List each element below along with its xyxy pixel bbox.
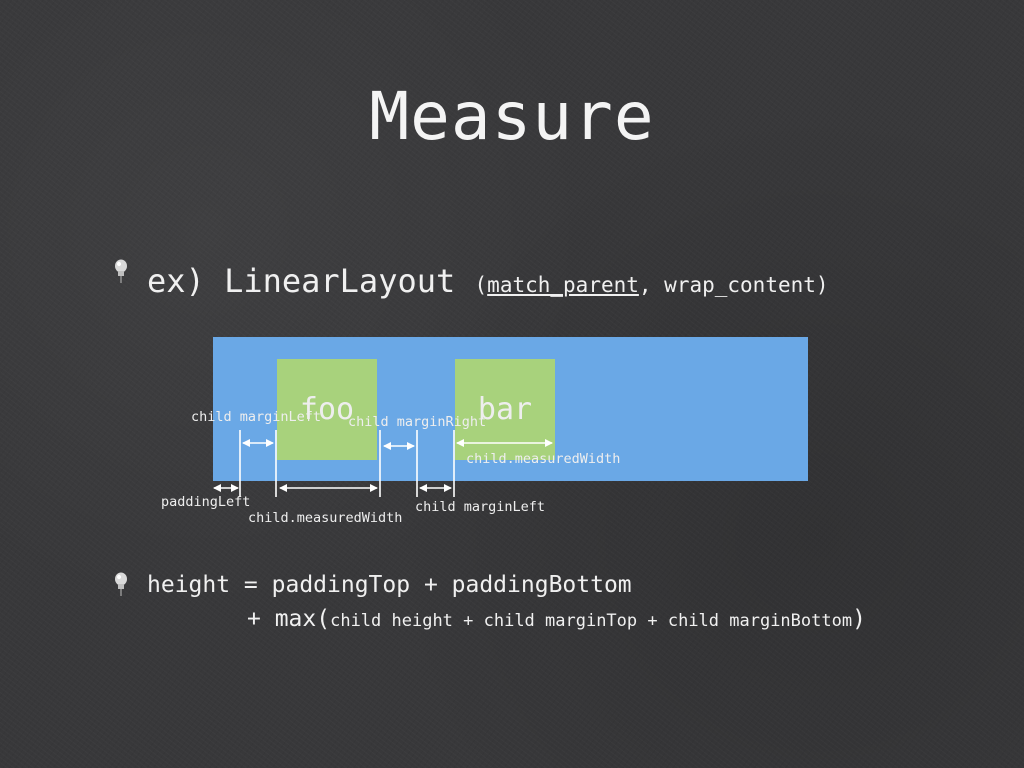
child-bar-label: bar <box>478 392 532 427</box>
guide-lines <box>239 430 455 497</box>
layout-example-label: ex) LinearLayout <box>147 262 456 300</box>
pushpin-icon <box>115 572 127 596</box>
layout-example-line: ex) LinearLayout (match_parent, wrap_con… <box>147 262 829 300</box>
height-formula-line-1: height = paddingTop + paddingBottom <box>147 572 632 598</box>
child-foo-box <box>277 359 377 460</box>
match-parent-text: match_parent <box>487 273 639 297</box>
height-formula-args: child height + child marginTop + child m… <box>330 611 853 631</box>
pushpin-icon <box>115 259 127 283</box>
label-margin-left-1: child marginLeft <box>191 409 321 425</box>
label-margin-right: child marginRight <box>348 414 486 430</box>
label-measured-width-2: child.measuredWidth <box>466 451 620 467</box>
child-foo-label: foo <box>300 392 354 427</box>
label-margin-left-2: child marginLeft <box>415 499 545 515</box>
label-measured-width-1: child.measuredWidth <box>248 510 402 526</box>
layout-params: (match_parent, wrap_content) <box>474 273 829 297</box>
height-formula-line-2: + max(child height + child marginTop + c… <box>247 606 866 632</box>
slide-title: Measure <box>369 78 655 155</box>
label-padding-left: paddingLeft <box>161 494 250 510</box>
